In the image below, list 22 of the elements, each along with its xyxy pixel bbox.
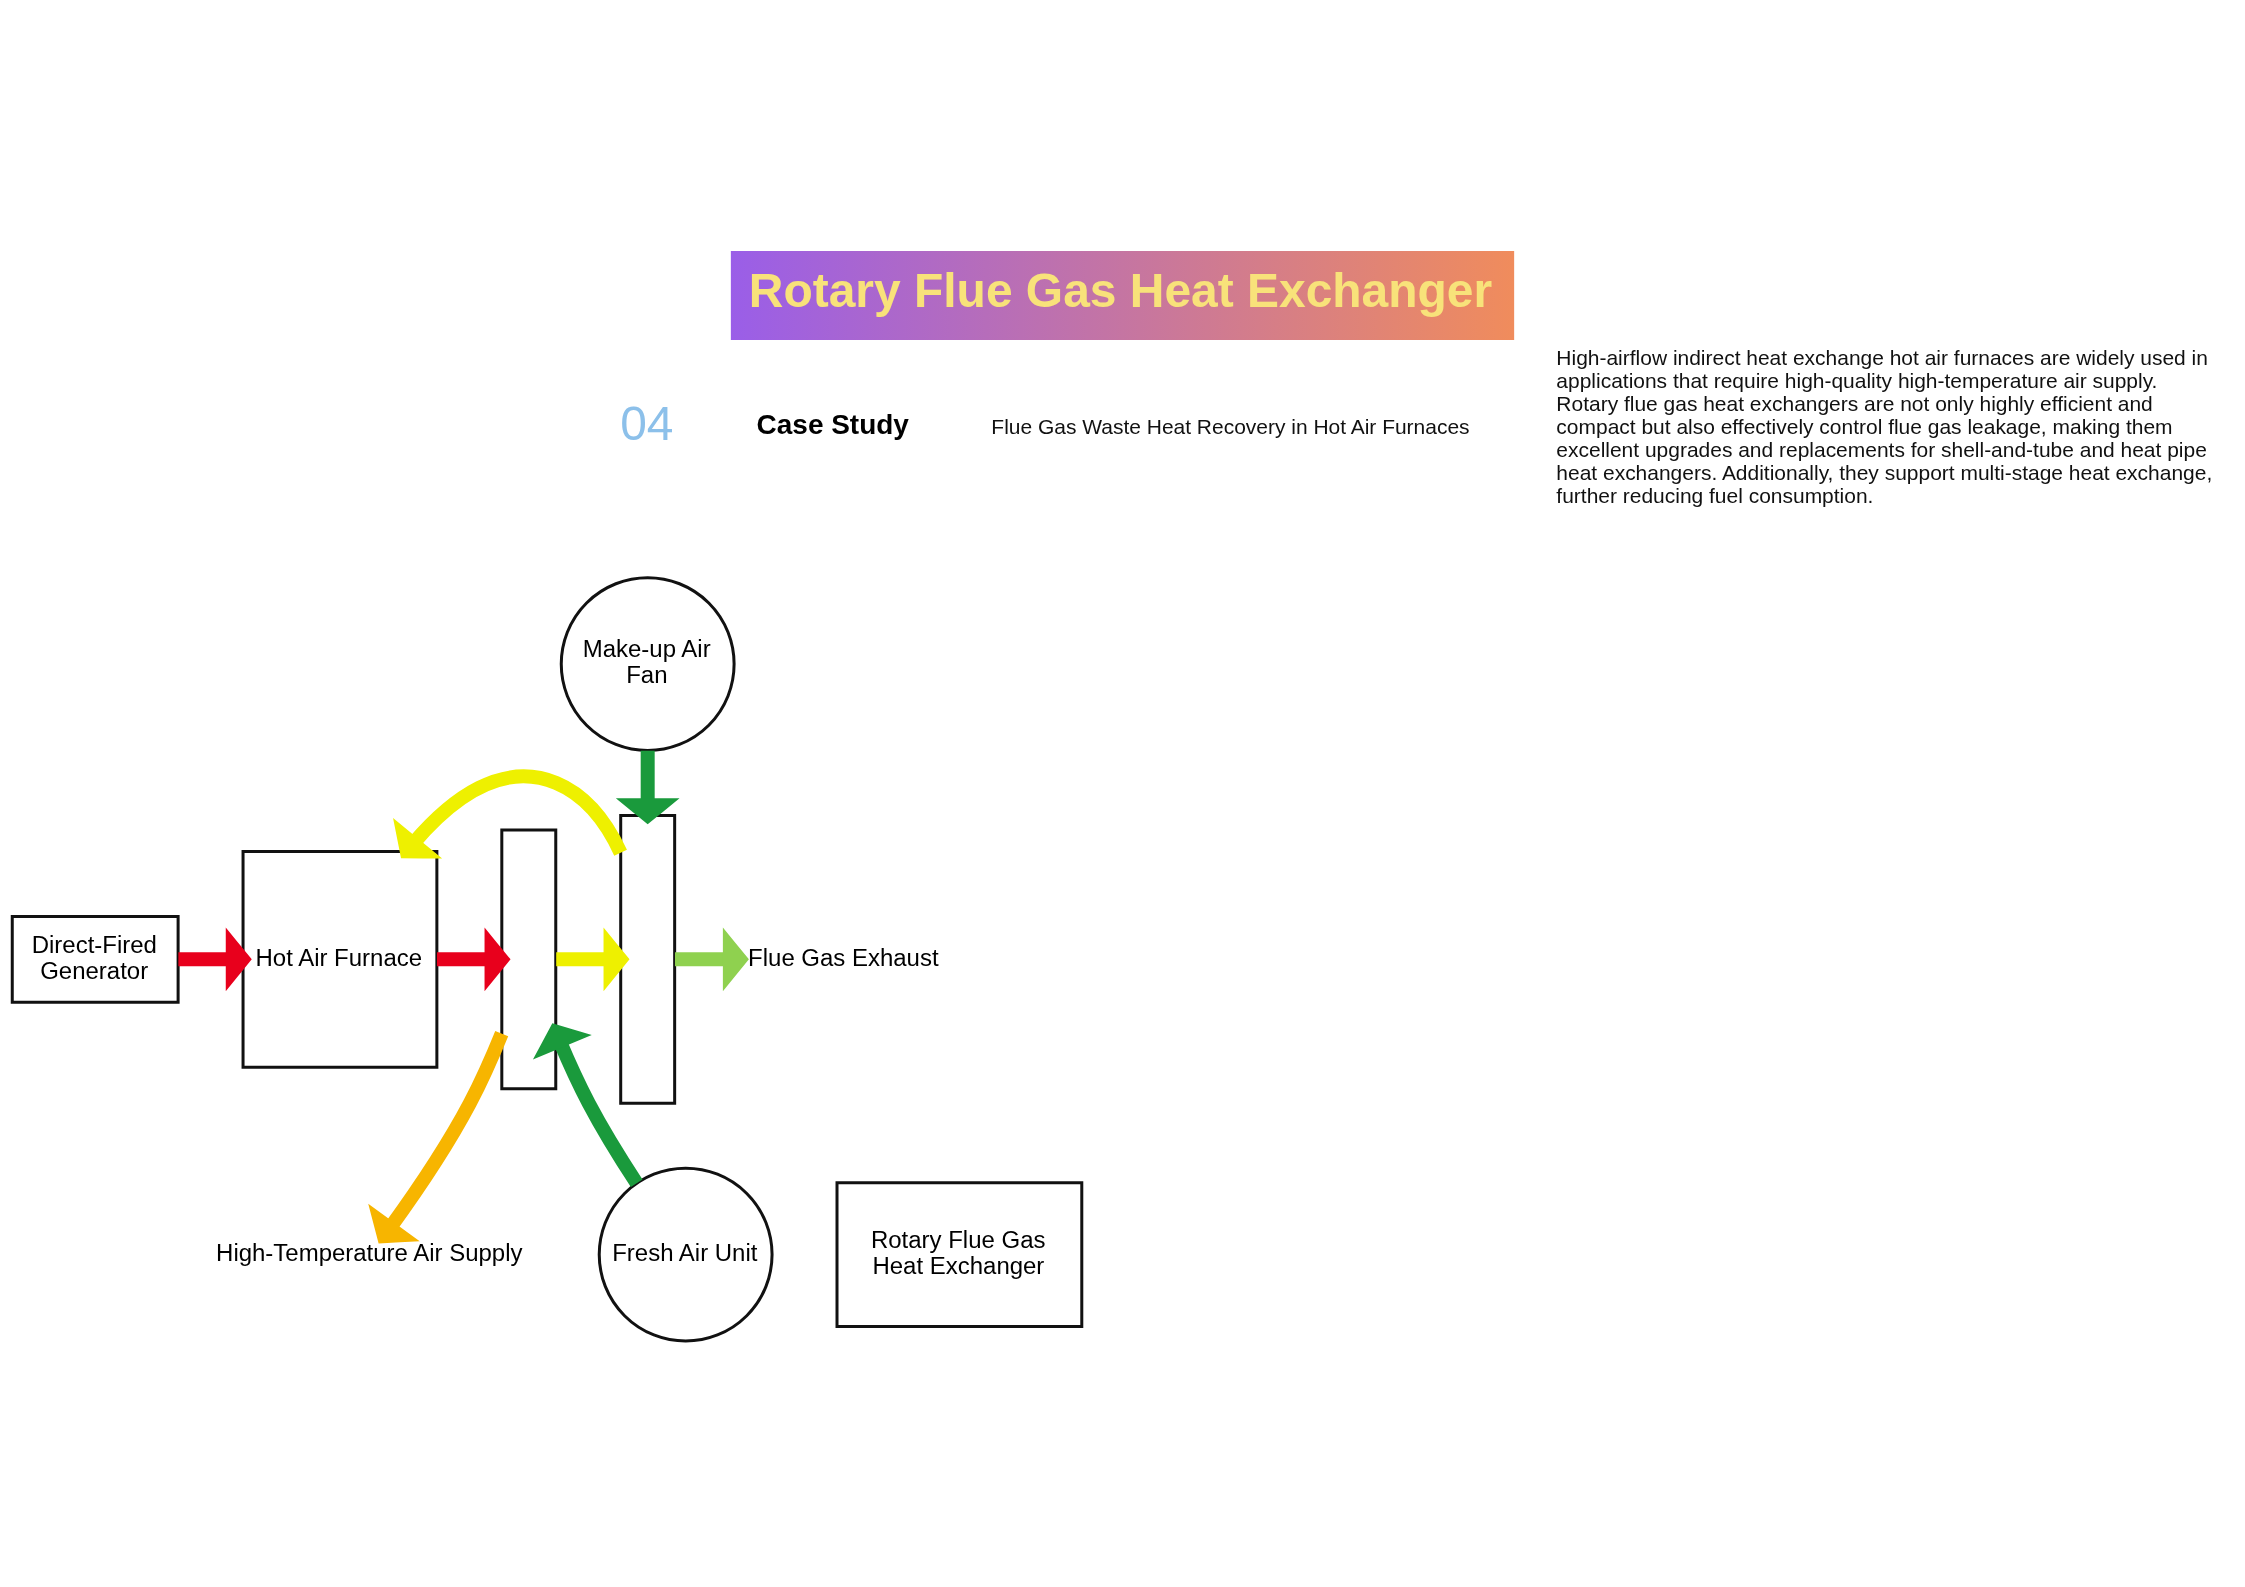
arrow: [178, 926, 252, 991]
arrow: [615, 750, 680, 824]
node-box: [500, 827, 558, 1090]
node-text: Flue Gas Exhaust: [748, 943, 939, 971]
node-circle: Fresh Air Unit: [597, 1166, 774, 1342]
node-circle: Make-up Air Fan: [559, 575, 736, 752]
label: 04: [620, 396, 674, 450]
diagram-title: Rotary Flue Gas Heat Exchanger: [748, 263, 1493, 317]
arrow: [675, 926, 749, 991]
node-box: Direct-Fired Generator: [10, 914, 180, 1004]
label: Flue Gas Waste Heat Recovery in Hot Air Furnaces: [991, 414, 1470, 438]
label: Case Study: [756, 408, 909, 440]
arrow: [436, 926, 511, 991]
node-box: Hot Air Furnace: [241, 849, 439, 1069]
node-box: [619, 813, 677, 1105]
label: High-airflow indirect heat exchange hot air furnaces are widely used in applications that require high-quality high-temperature air supply. Rotary flue gas heat exchangers are not only highly efficient and compact but also effectively control flue gas leakage, making them excellent upgrades and replacements for shell-and-tube and heat pipe heat exchangers. Additionally, they support multi-stage heat exchange, further reducing fuel consumption.: [1556, 345, 2213, 507]
arrow: [532, 1022, 643, 1187]
arrow: [556, 927, 630, 991]
arrow: [393, 769, 627, 859]
node-text: High-Temperature Air Supply: [216, 1238, 523, 1266]
node-box: Rotary Flue Gas Heat Exchanger: [835, 1180, 1084, 1328]
arrow: [368, 1030, 509, 1243]
